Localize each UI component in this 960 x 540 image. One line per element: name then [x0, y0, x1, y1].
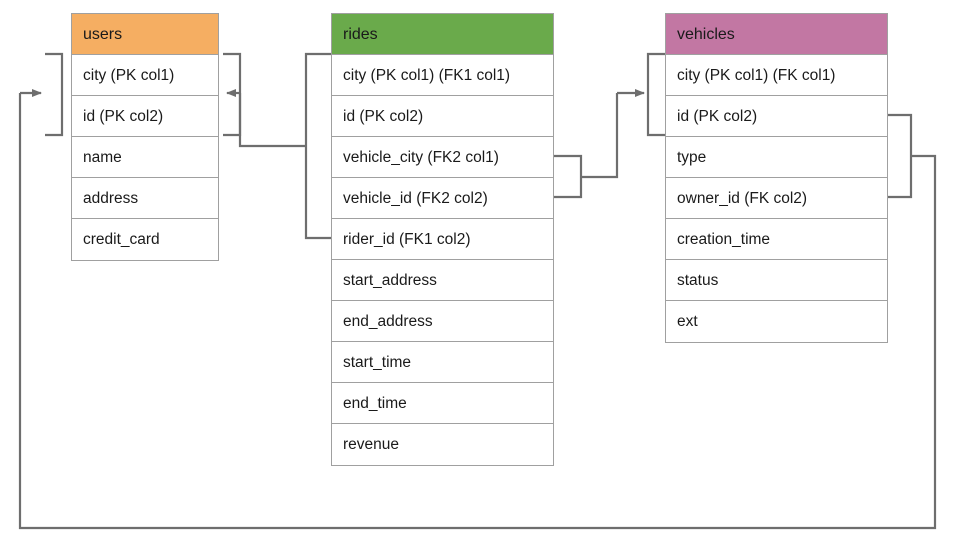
column-row[interactable]: creation_time — [666, 219, 887, 260]
connector-fk2-rides-vehicles — [554, 52, 665, 199]
entity-table-rides[interactable]: rides city (PK col1) (FK1 col1) id (PK c… — [331, 13, 554, 466]
column-row[interactable]: vehicle_city (FK2 col1) — [332, 137, 553, 178]
column-row[interactable]: rider_id (FK1 col2) — [332, 219, 553, 260]
column-row[interactable]: ext — [666, 301, 887, 342]
column-row[interactable]: address — [72, 178, 218, 219]
column-row[interactable]: city (PK col1) — [72, 55, 218, 96]
column-row[interactable]: start_address — [332, 260, 553, 301]
column-row[interactable]: vehicle_id (FK2 col2) — [332, 178, 553, 219]
column-row[interactable]: status — [666, 260, 887, 301]
column-row[interactable]: id (PK col2) — [72, 96, 218, 137]
table-header-vehicles: vehicles — [666, 14, 887, 55]
entity-table-vehicles[interactable]: vehicles city (PK col1) (FK col1) id (PK… — [665, 13, 888, 343]
column-row[interactable]: start_time — [332, 342, 553, 383]
column-row[interactable]: type — [666, 137, 887, 178]
column-row[interactable]: name — [72, 137, 218, 178]
column-row[interactable]: city (PK col1) (FK col1) — [666, 55, 887, 96]
column-row[interactable]: revenue — [332, 424, 553, 465]
column-row[interactable]: id (PK col2) — [666, 96, 887, 137]
column-row[interactable]: city (PK col1) (FK1 col1) — [332, 55, 553, 96]
column-row[interactable]: id (PK col2) — [332, 96, 553, 137]
column-row[interactable]: owner_id (FK col2) — [666, 178, 887, 219]
table-header-users: users — [72, 14, 218, 55]
column-row[interactable]: end_time — [332, 383, 553, 424]
table-header-rides: rides — [332, 14, 553, 55]
column-row[interactable]: end_address — [332, 301, 553, 342]
entity-table-users[interactable]: users city (PK col1) id (PK col2) name a… — [71, 13, 219, 261]
column-row[interactable]: credit_card — [72, 219, 218, 260]
connector-fk1-rides-users — [223, 52, 331, 240]
